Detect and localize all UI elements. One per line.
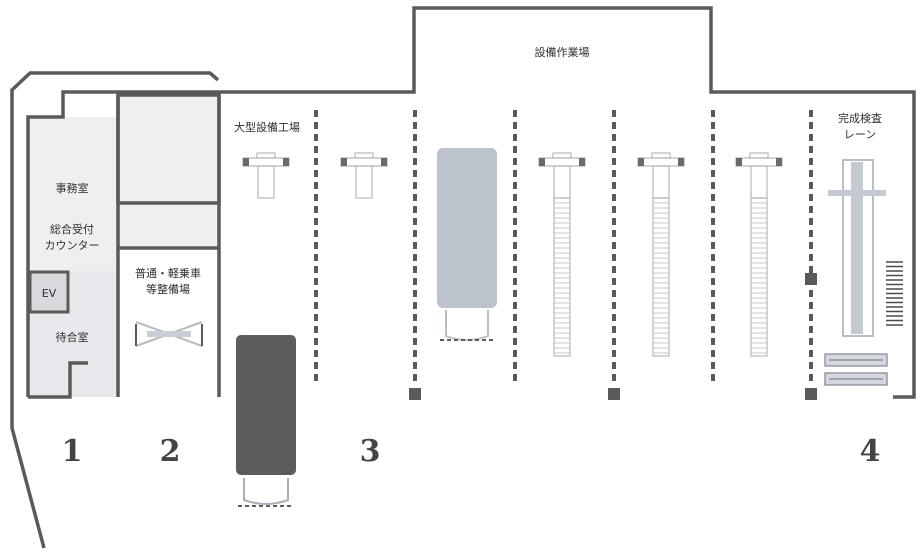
- inspection-rollers: [824, 353, 888, 386]
- zone-number-4: 4: [860, 434, 881, 469]
- room-label-inspection-lane: 完成検査: [838, 111, 882, 125]
- room-label-inspection-lane-2: レーン: [844, 128, 876, 141]
- vehicle-light: [437, 148, 497, 308]
- room-label-maintenance: 普通・軽乗車: [135, 266, 201, 280]
- zone-number-2: 2: [160, 434, 181, 469]
- room-label-elevator: EV: [42, 287, 57, 300]
- ladder-lift-1: [538, 152, 586, 357]
- room-label-large-equipment-bay: 大型設備工場: [234, 120, 300, 134]
- lane-dividers: [314, 110, 813, 386]
- room-label-office: 事務室: [56, 181, 89, 195]
- two-post-lift-caps: [243, 158, 387, 166]
- room-label-reception-2: カウンター: [45, 239, 100, 252]
- outer-wall-left: [10, 71, 220, 549]
- office-zone: [28, 117, 118, 271]
- vehicle-large: [236, 335, 296, 475]
- vehicle-light-wheels: [440, 310, 494, 341]
- walls: [10, 6, 916, 549]
- zone-number-3: 3: [360, 434, 381, 469]
- upper-zone-2: [118, 95, 219, 248]
- room-label-maintenance-2: 等整備場: [146, 282, 190, 296]
- room-label-waiting: 待合室: [56, 330, 89, 344]
- inspection-rack-icon: [538, 152, 783, 357]
- grating-icon: [886, 261, 903, 326]
- vehicle-lift-icon: [135, 321, 203, 347]
- ladder-lift-2: [637, 152, 685, 357]
- outer-wall-main: [26, 6, 916, 399]
- waiting-room-wall: [28, 361, 88, 399]
- inspection-lane-rack: [828, 159, 886, 337]
- pillars: [409, 273, 817, 400]
- ev-box: [28, 270, 70, 314]
- vehicle-large-wheels: [238, 478, 294, 507]
- room-label-equipment-workshop: 設備作業場: [535, 45, 590, 59]
- zone-number-1: 1: [62, 434, 83, 469]
- ladder-lift-3: [735, 152, 783, 357]
- room-label-reception: 総合受付: [50, 222, 94, 236]
